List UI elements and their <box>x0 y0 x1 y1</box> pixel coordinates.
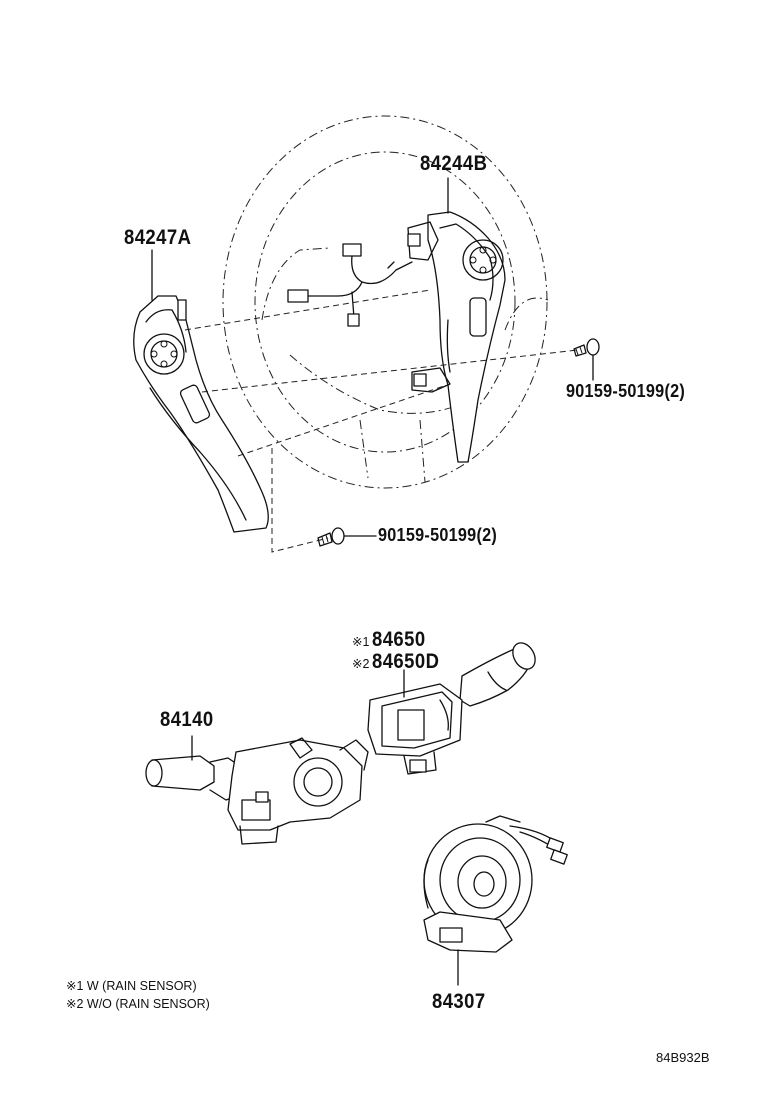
steering-wheel-outline <box>222 115 549 489</box>
part-number-84244b: 84244B <box>420 152 488 175</box>
legend-note-1: ※1 W (RAIN SENSOR) <box>66 979 197 993</box>
assembly-guide-lines <box>184 289 579 553</box>
switch-assembly-84244b <box>407 211 506 463</box>
part-number-84307: 84307 <box>432 990 486 1013</box>
part-number-84140: 84140 <box>160 708 214 731</box>
part-number-84650: 84650 <box>372 628 426 651</box>
part-number-84247a: 84247A <box>124 226 192 249</box>
screw-right <box>573 338 600 381</box>
legend-note-2: ※2 W/O (RAIN SENSOR) <box>66 997 210 1011</box>
note-mark-1: ※1 <box>352 635 370 649</box>
illustration-reference-code: 84B932B <box>656 1050 710 1065</box>
wiper-switch-84650 <box>367 642 536 775</box>
spiral-cable-84307 <box>423 815 568 953</box>
part-number-screw-left: 90159-50199(2) <box>378 525 498 545</box>
screw-left <box>317 527 377 547</box>
note-mark-2: ※2 <box>352 657 370 671</box>
wiring-harness <box>287 243 413 327</box>
switch-assembly-84247a <box>133 295 269 533</box>
part-number-84650d: 84650D <box>372 650 440 673</box>
part-number-screw-right: 90159-50199(2) <box>566 381 686 401</box>
turn-signal-switch-84140 <box>145 737 369 845</box>
